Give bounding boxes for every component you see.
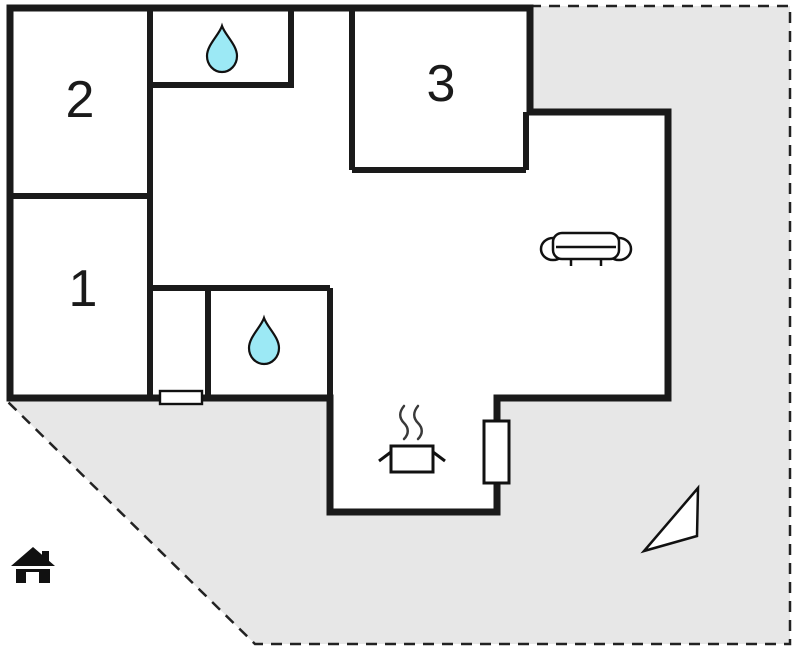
room-label-3: 3 — [427, 55, 456, 113]
window-icon — [158, 389, 204, 406]
north-arrow-icon — [640, 484, 700, 554]
house-marker-icon — [11, 547, 55, 583]
room-label-2: 2 — [66, 71, 95, 129]
house-outer-wall — [6, 4, 672, 516]
water-drop-shape — [247, 314, 281, 366]
water-drop-shape — [205, 22, 239, 74]
water-drop-icon — [247, 314, 281, 366]
stove-icon — [378, 404, 446, 474]
radiator-icon — [482, 419, 511, 485]
water-drop-icon — [205, 22, 239, 74]
sofa-icon — [539, 231, 633, 266]
room-label-1: 1 — [69, 260, 98, 318]
property-boundary-dashed-line — [7, 4, 792, 646]
